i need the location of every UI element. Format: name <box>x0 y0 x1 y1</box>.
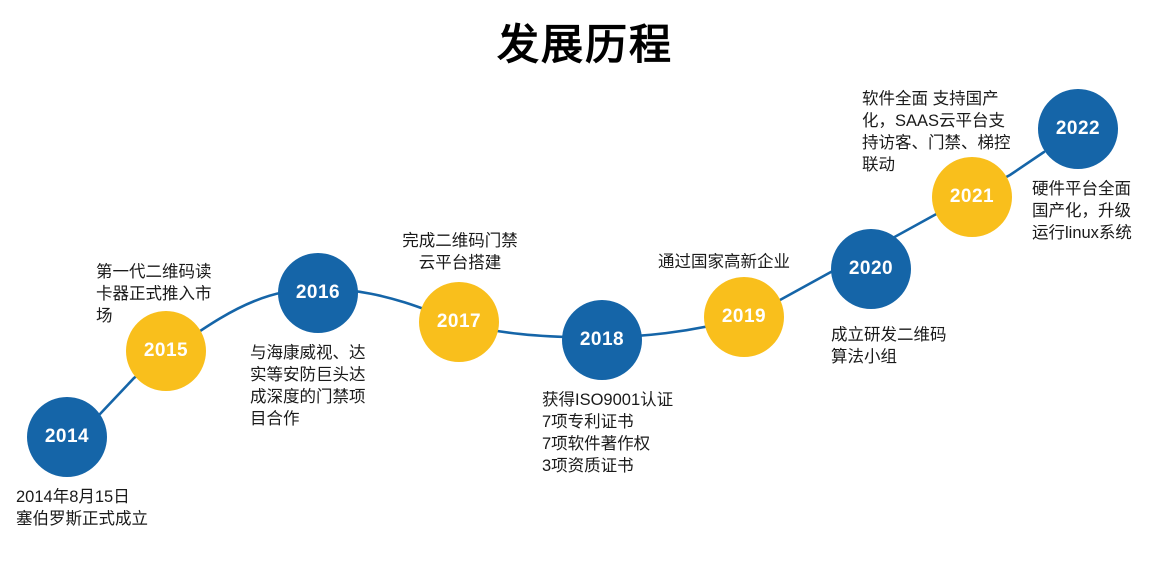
milestone-caption-2016: 与海康威视、达 实等安防巨头达 成深度的门禁项 目合作 <box>250 344 366 428</box>
milestone-node-2016[interactable]: 2016 <box>278 253 358 333</box>
milestone-caption-2022: 硬件平台全面 国产化，升级 运行linux系统 <box>1032 180 1132 242</box>
milestone-year-label: 2014 <box>44 426 90 447</box>
page-title: 发展历程 <box>496 21 673 68</box>
milestone-caption-2014: 2014年8月15日 塞伯罗斯正式成立 <box>16 488 148 528</box>
milestone-caption-2021: 软件全面 支持国产 化，SAAS云平台支 持访客、门禁、梯控 联动 <box>862 90 1011 174</box>
milestone-year-label: 2016 <box>295 282 341 303</box>
milestone-year-label: 2020 <box>848 258 894 279</box>
milestone-caption-2017: 完成二维码门禁 云平台搭建 <box>402 232 518 272</box>
milestone-node-2020[interactable]: 2020 <box>831 229 911 309</box>
milestone-year-label: 2019 <box>721 306 767 327</box>
milestone-node-2018[interactable]: 2018 <box>562 300 642 380</box>
milestone-caption-2018: 获得ISO9001认证 7项专利证书 7项软件著作权 3项资质证书 <box>542 391 674 475</box>
milestone-node-2021[interactable]: 2021 <box>932 157 1012 237</box>
milestone-caption-2020: 成立研发二维码 算法小组 <box>831 326 947 366</box>
milestone-caption-2015: 第一代二维码读 卡器正式推入市 场 <box>96 263 212 325</box>
milestone-node-2015[interactable]: 2015 <box>126 311 206 391</box>
milestone-node-2014[interactable]: 2014 <box>27 397 107 477</box>
milestone-caption-2019: 通过国家高新企业 <box>658 253 790 271</box>
milestone-year-label: 2017 <box>436 311 482 332</box>
milestone-year-label: 2022 <box>1055 118 1101 139</box>
milestone-year-label: 2018 <box>579 329 625 350</box>
milestone-year-label: 2015 <box>143 340 189 361</box>
milestone-node-2017[interactable]: 2017 <box>419 282 499 362</box>
milestone-year-label: 2021 <box>949 186 995 207</box>
milestone-node-2022[interactable]: 2022 <box>1038 89 1118 169</box>
milestone-node-2019[interactable]: 2019 <box>704 277 784 357</box>
